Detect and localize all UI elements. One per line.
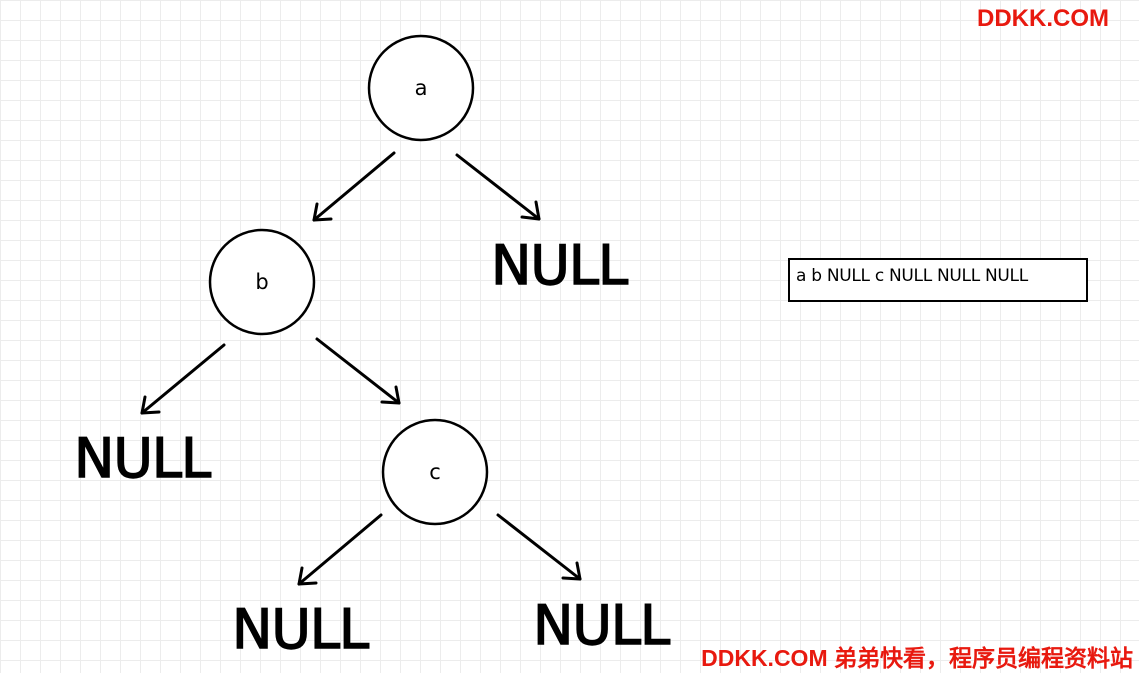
traversal-output-box: a b NULL c NULL NULL NULL [788,258,1088,302]
edge-a-to-null [455,153,541,221]
edge-c-to-null-right [496,513,582,581]
tree-node-b: b [208,228,316,336]
null-label-c-right: NULL [533,594,670,657]
tree-node-c: c [381,418,489,526]
edge-b-to-c [315,337,401,405]
tree-node-a: a [367,34,475,142]
traversal-output-text: a b NULL c NULL NULL NULL [796,266,1028,286]
edge-a-to-b [312,151,396,222]
edge-c-to-null-left [297,513,383,586]
edge-b-to-null [140,343,226,415]
null-label-b-left: NULL [74,427,211,490]
watermark-top: DDKK.COM [977,5,1109,32]
null-label-a-right: NULL [491,234,628,297]
node-label-a: a [415,76,428,100]
null-label-c-left: NULL [232,598,369,661]
watermark-bottom: DDKK.COM 弟弟快看，程序员编程资料站 [701,645,1133,671]
node-label-c: c [429,460,441,484]
node-label-b: b [255,270,268,294]
